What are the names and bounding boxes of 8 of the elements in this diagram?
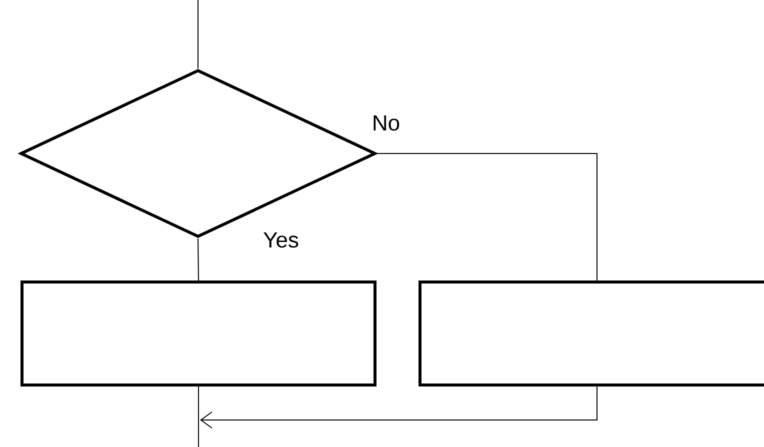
connector-line (376, 153, 598, 281)
arrow (200, 386, 598, 428)
process-box (20, 280, 376, 386)
connector-line (198, 238, 199, 281)
edge-label: Yes (262, 231, 300, 249)
process-box (418, 280, 764, 386)
connector-line (198, 386, 199, 447)
edge-label: No (370, 114, 402, 132)
